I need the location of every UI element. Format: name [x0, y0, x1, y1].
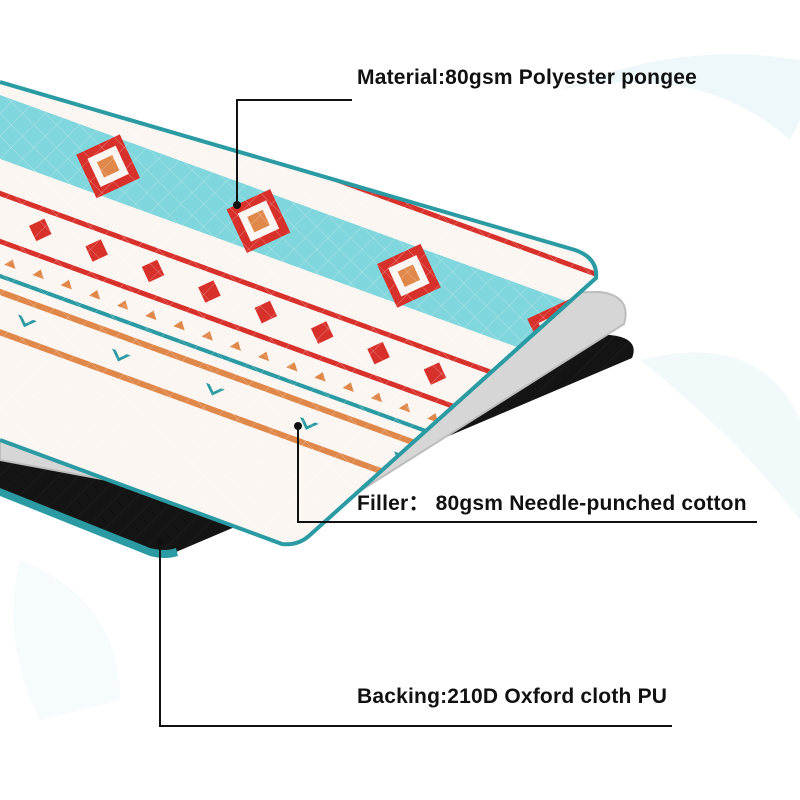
background-swirls [13, 54, 800, 720]
leader-lines [159, 99, 757, 727]
leader-dots [156, 201, 302, 545]
filler-leader-dot [294, 422, 302, 430]
backing-leader-line [159, 541, 672, 727]
material-leader-dot [233, 201, 241, 209]
filler-leader-line [297, 426, 757, 523]
backing-label: Backing:210D Oxford cloth PU [357, 685, 668, 708]
material-label: Material:80gsm Polyester pongee [357, 66, 697, 89]
material-leader-line [236, 99, 352, 205]
filler-label: Filler： 80gsm Needle-punched cotton [357, 492, 747, 515]
backing-leader-dot [156, 537, 164, 545]
